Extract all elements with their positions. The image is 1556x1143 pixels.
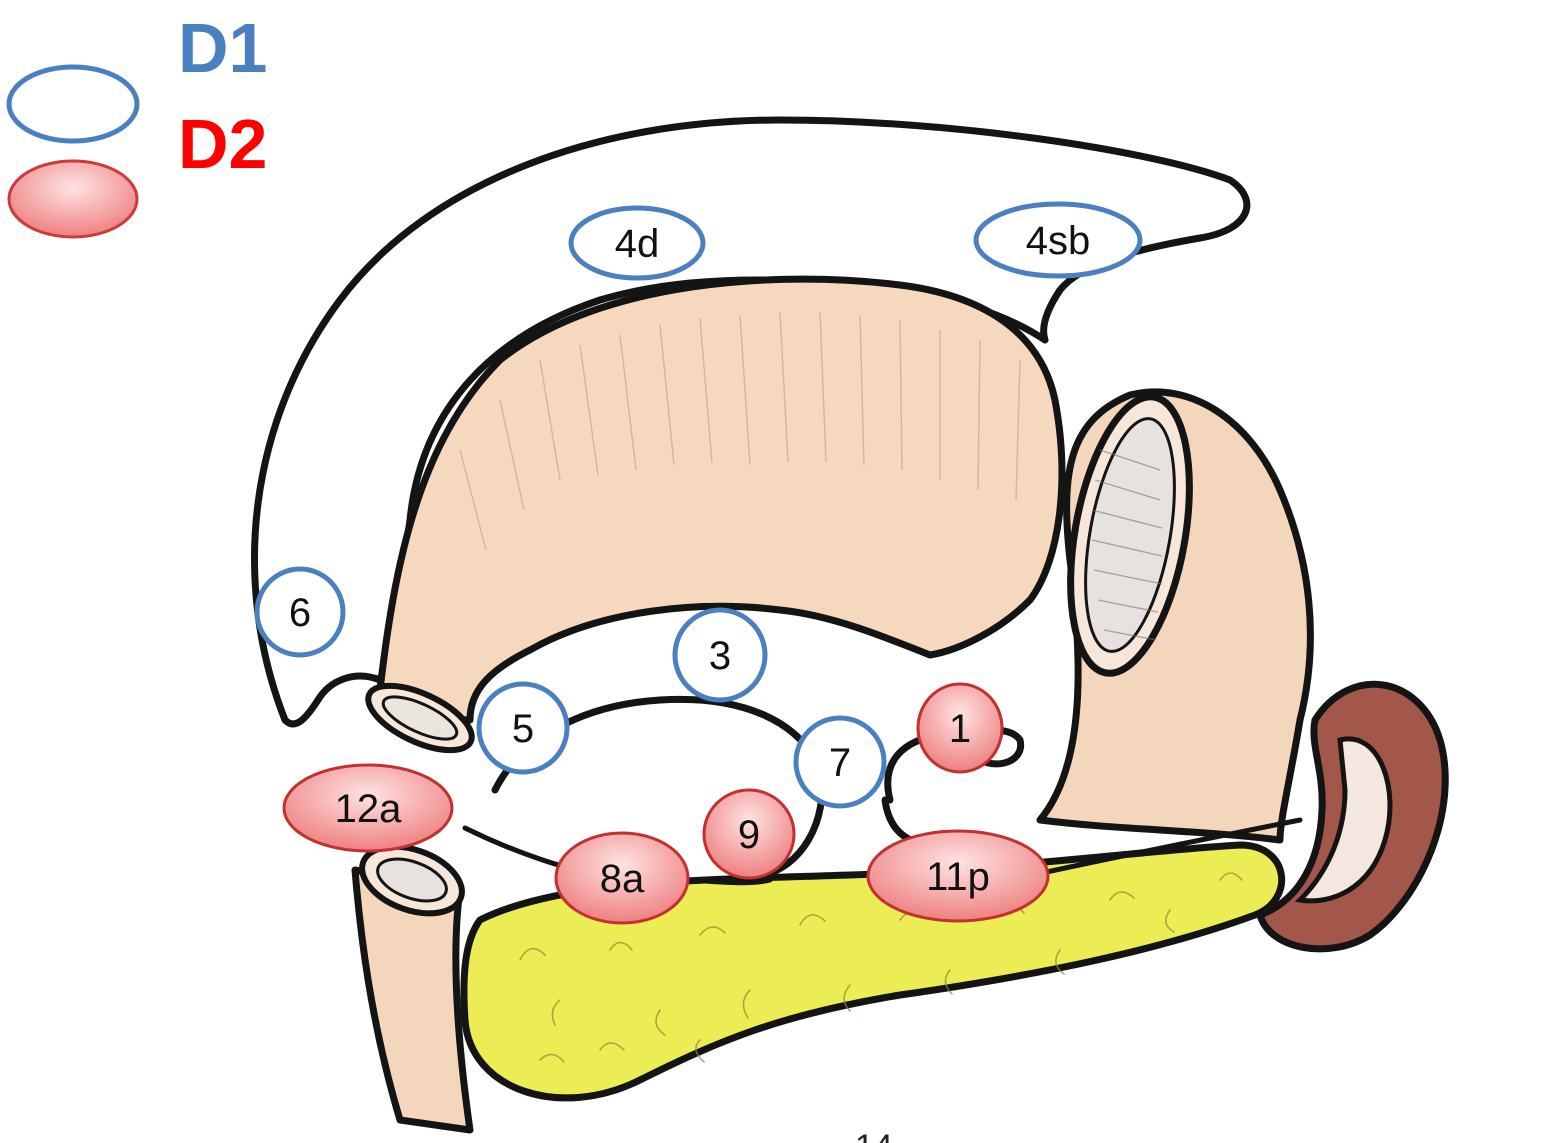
station-11p: 11p	[868, 831, 1048, 921]
station-7: 7	[796, 718, 884, 806]
svg-text:9: 9	[738, 813, 760, 857]
station-12a: 12a	[284, 765, 452, 851]
legend: D1 D2	[9, 9, 267, 237]
esophagus	[1040, 388, 1310, 840]
page-number: 14	[855, 1128, 893, 1143]
svg-text:6: 6	[289, 591, 311, 635]
station-4d: 4d	[571, 208, 703, 278]
station-3: 3	[675, 610, 765, 700]
svg-text:4d: 4d	[615, 222, 660, 266]
station-5: 5	[479, 684, 567, 772]
svg-text:11p: 11p	[926, 855, 990, 899]
station-9: 9	[704, 790, 794, 878]
legend-d1-marker	[9, 67, 137, 141]
vessel-tube	[353, 834, 471, 1130]
svg-text:1: 1	[949, 707, 971, 751]
svg-text:3: 3	[709, 634, 731, 678]
legend-d2-marker	[9, 161, 137, 237]
svg-text:12a: 12a	[335, 787, 402, 831]
station-1: 1	[918, 684, 1002, 772]
svg-text:8a: 8a	[600, 857, 645, 901]
svg-text:7: 7	[829, 741, 851, 785]
svg-text:5: 5	[512, 707, 534, 751]
station-8a: 8a	[556, 833, 688, 923]
station-6: 6	[257, 569, 343, 655]
station-4sb: 4sb	[976, 204, 1140, 276]
svg-text:4sb: 4sb	[1026, 219, 1091, 263]
legend-d1-label: D1	[178, 9, 267, 87]
legend-d2-label: D2	[178, 105, 267, 183]
